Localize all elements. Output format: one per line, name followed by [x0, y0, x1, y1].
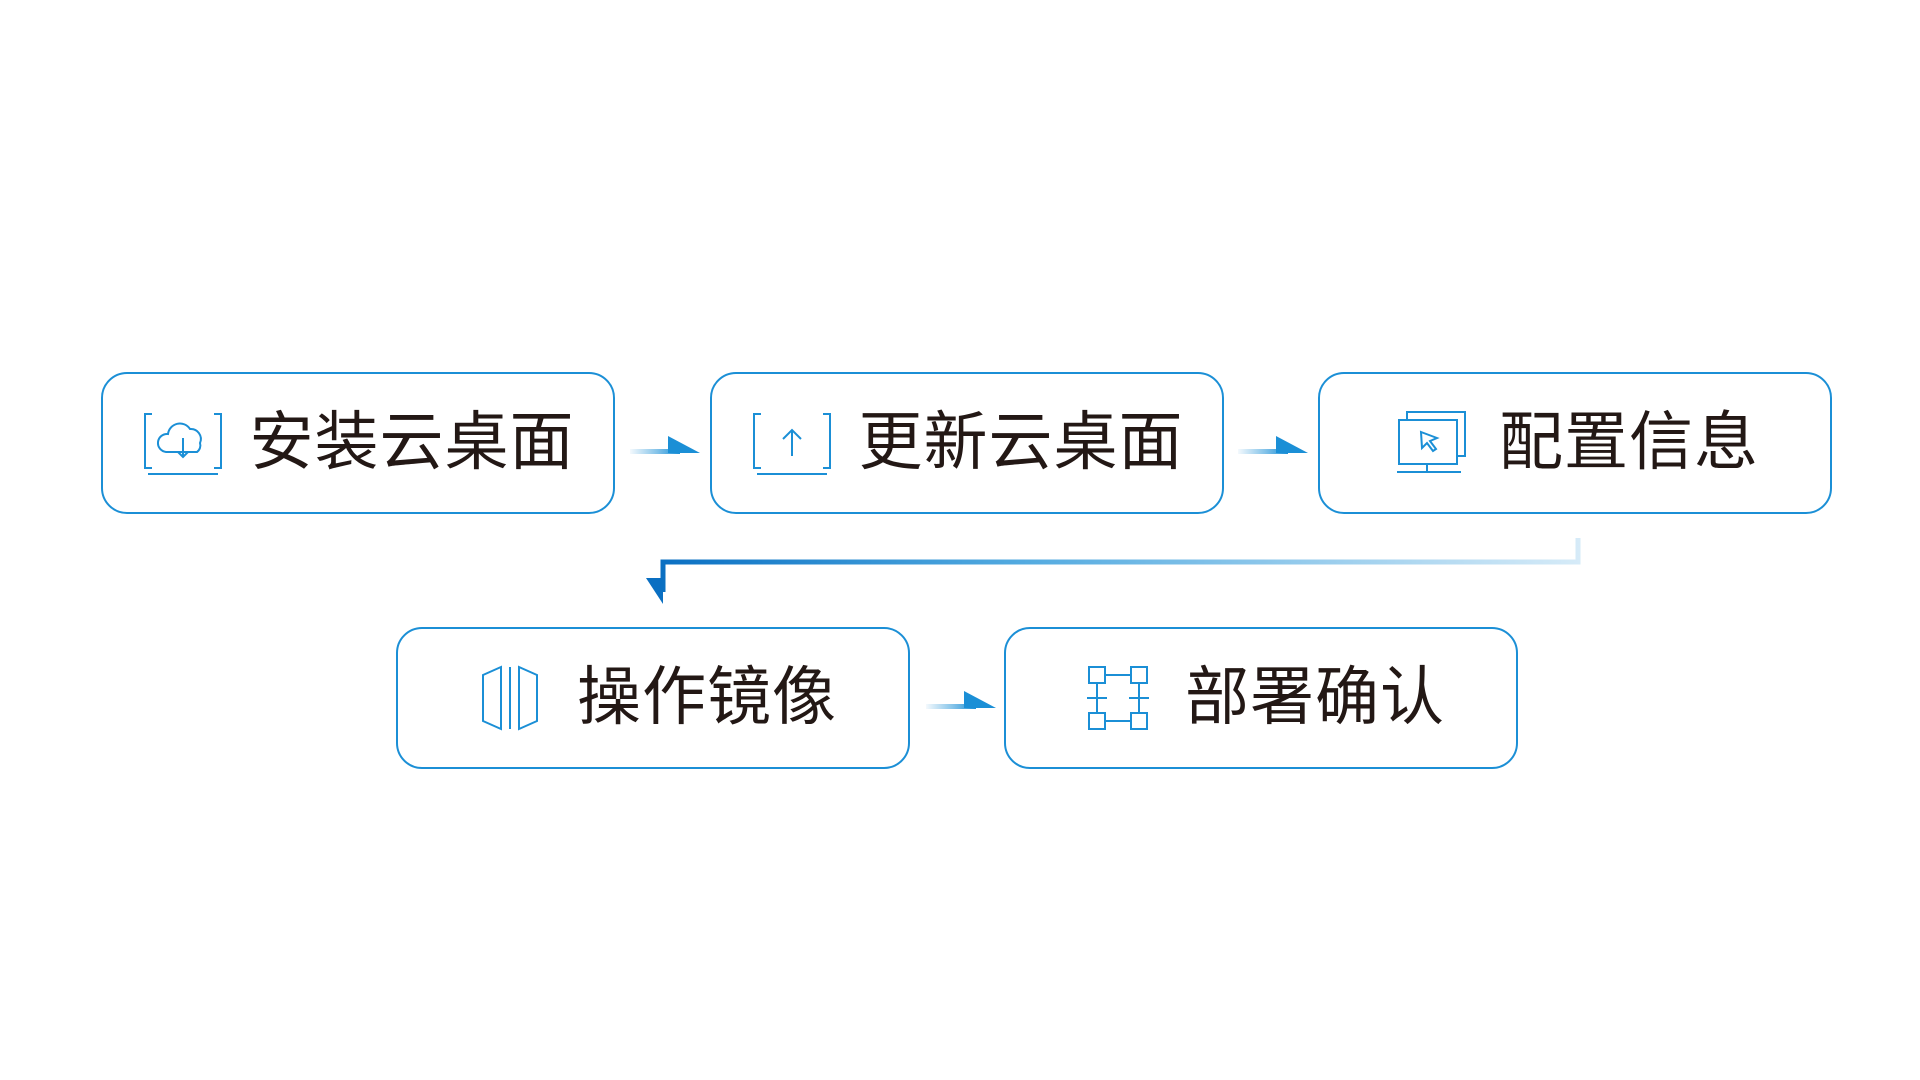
step-label: 更新云桌面	[858, 406, 1184, 480]
upload-arrow-icon	[751, 408, 833, 478]
node-network-icon	[1077, 663, 1159, 733]
step-label: 操作镜像	[577, 661, 837, 735]
step-label: 部署确认	[1185, 661, 1445, 735]
step-label: 配置信息	[1499, 406, 1759, 480]
arrow-step4-to-step5	[926, 691, 996, 709]
step-update-cloud-desktop: 更新云桌面	[710, 372, 1224, 514]
arrow-step1-to-step2	[630, 436, 700, 454]
arrow-step2-to-step3	[1238, 436, 1308, 454]
cloud-download-icon	[142, 408, 224, 478]
monitor-cursor-icon	[1391, 408, 1473, 478]
step-operate-image: 操作镜像	[396, 627, 910, 769]
arrow-step3-to-step4	[646, 538, 1581, 604]
step-deploy-confirm: 部署确认	[1004, 627, 1518, 769]
step-install-cloud-desktop: 安装云桌面	[101, 372, 615, 514]
mirror-icon	[469, 663, 551, 733]
step-configure-info: 配置信息	[1318, 372, 1832, 514]
step-label: 安装云桌面	[249, 406, 575, 480]
